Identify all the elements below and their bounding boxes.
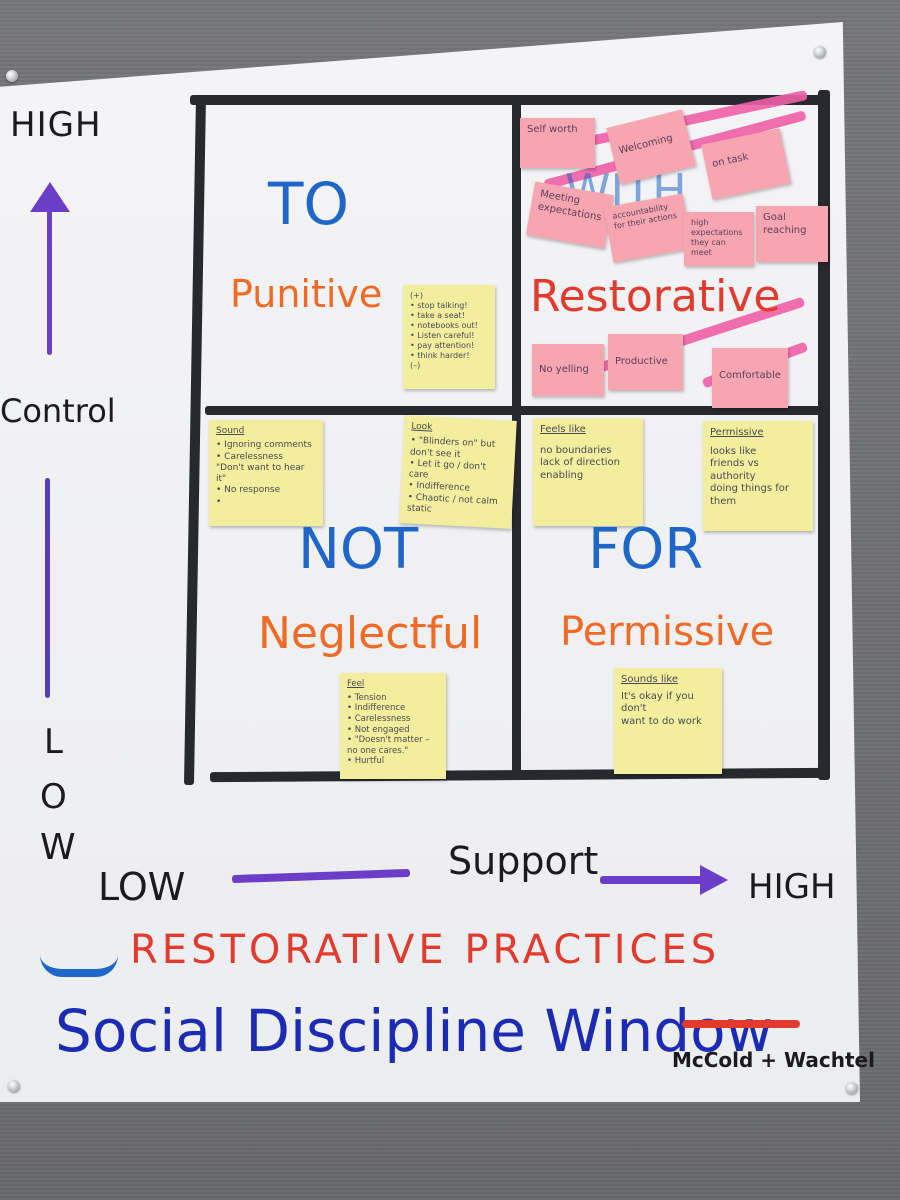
note-line: doing things for — [710, 483, 789, 494]
axis-support-label: Support — [448, 839, 599, 883]
note-line: "Don't want to hear it" — [216, 462, 305, 484]
sticky-note-goal-reaching: Goal reaching — [756, 206, 828, 262]
sticky-note-no-yelling: No yelling — [532, 344, 604, 396]
credit-label: McCold + Wachtel — [672, 1048, 875, 1072]
red-swoosh-icon — [682, 1020, 800, 1028]
note-line: • — [216, 496, 222, 507]
note-line: • Hurtful — [347, 756, 385, 767]
axis-low-letter-w: W — [40, 827, 76, 868]
quadrant-to-word: TO — [268, 170, 350, 238]
note-line: • Indifference — [347, 703, 406, 714]
quadrant-restorative-label: Restorative — [530, 271, 781, 322]
arrow-up-shaft — [47, 205, 52, 355]
chart-paper — [0, 22, 860, 1102]
blue-swoosh-icon — [40, 955, 118, 977]
note-title: Look — [411, 421, 433, 433]
note-line: friends vs authority — [710, 458, 759, 482]
arrow-down-shaft — [45, 478, 50, 698]
grid-top-border — [190, 95, 825, 105]
arrow-up-icon — [30, 182, 70, 212]
sticky-note-productive: Productive — [608, 334, 683, 390]
pushpin-top-right — [814, 46, 826, 58]
quadrant-punitive-label: Punitive — [230, 272, 383, 316]
grid-vertical-divider — [512, 95, 521, 780]
note-line: • Carelessness — [216, 451, 284, 462]
axis-control-label: Control — [0, 392, 116, 430]
sticky-note-feel: Feel • Tension • Indifference • Careless… — [340, 673, 446, 779]
note-line: • Ignoring comments — [216, 440, 312, 451]
note-line: • Tension — [347, 692, 387, 703]
sticky-note-comfortable: Comfortable — [712, 348, 788, 408]
axis-low-letter-o: O — [40, 777, 67, 817]
note-line: • take a seat! — [410, 311, 465, 320]
sticky-note-permissive: Permissive looks like friends vs authori… — [703, 421, 813, 531]
note-title: Feels like — [540, 424, 586, 435]
note-line: • "Doesn't matter – — [347, 735, 430, 746]
quadrant-not-word: NOT — [298, 517, 419, 582]
note-title: Feel — [347, 679, 365, 689]
note-line: (+) — [410, 291, 423, 300]
arrow-right-icon — [700, 865, 728, 895]
quadrant-for-word: FOR — [588, 517, 704, 582]
note-line: want to do work — [621, 715, 702, 727]
axis-high-label: HIGH — [10, 105, 102, 145]
axis-high-bottom-label: HIGH — [748, 867, 836, 907]
note-line: lack of direction — [540, 457, 621, 468]
note-line: • pay attention! — [410, 341, 475, 350]
sticky-note-punitive-commands: (+) • stop talking! • take a seat! • not… — [403, 285, 495, 389]
pushpin-bottom-right — [846, 1082, 858, 1094]
sticky-note-high-expectations: high expectations they can meet — [684, 212, 754, 266]
pushpin-top-left — [6, 70, 18, 82]
pushpin-bottom-left — [8, 1080, 20, 1092]
sticky-note-sound: Sound • Ignoring comments • Carelessness… — [209, 420, 323, 526]
note-line: • Not engaged — [347, 724, 410, 735]
sticky-note-look: Look • "Blinders on" but don't see it • … — [399, 415, 517, 529]
note-line: • No response — [216, 485, 281, 496]
note-line: • Listen careful! — [410, 331, 475, 340]
note-line: (–) — [410, 361, 421, 370]
note-line: • stop talking! — [410, 301, 468, 310]
banner-restorative-practices: RESTORATIVE PRACTICES — [130, 927, 721, 973]
note-line: It's okay if you don't — [621, 690, 694, 715]
axis-low-letter-l: L — [44, 722, 63, 762]
note-title: Sounds like — [621, 674, 679, 685]
note-title: Sound — [216, 426, 245, 436]
note-line: enabling — [540, 469, 584, 481]
note-line: • notebooks out! — [410, 321, 478, 330]
sticky-note-sounds-like: Sounds like It's okay if you don't want … — [614, 668, 722, 774]
support-arrow-right-shaft — [600, 876, 710, 884]
sticky-note-feels-like: Feels like no boundaries lack of directi… — [533, 418, 643, 526]
footer-title: Social Discipline Window — [55, 997, 774, 1065]
grid-horizontal-divider — [205, 406, 825, 415]
grid-right-border — [818, 90, 830, 780]
note-line: no boundaries — [540, 444, 612, 456]
quadrant-neglectful-label: Neglectful — [258, 608, 483, 659]
note-line: • Carelessness — [347, 713, 411, 724]
sticky-note-self-worth: Self worth — [520, 118, 595, 168]
note-title: Permissive — [710, 427, 764, 438]
note-line: • think harder! — [410, 351, 470, 360]
axis-low-bottom-label: LOW — [98, 865, 186, 909]
note-line: no one cares." — [347, 745, 409, 756]
note-line: looks like — [710, 445, 757, 457]
note-line: • Chaotic / not calm static — [406, 491, 499, 515]
note-line: them — [710, 495, 737, 507]
quadrant-permissive-label: Permissive — [560, 609, 775, 655]
